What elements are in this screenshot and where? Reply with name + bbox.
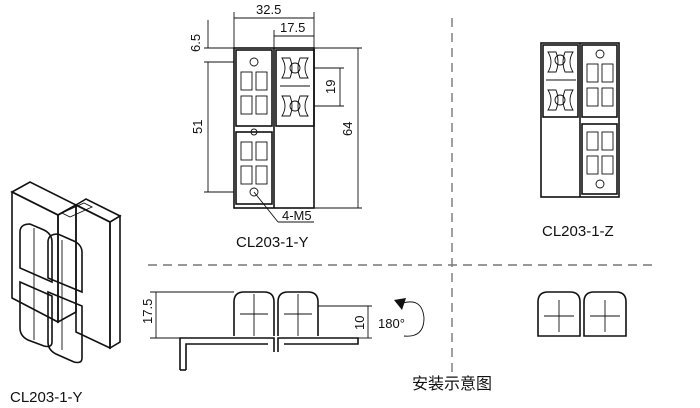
rotation-arrow-icon xyxy=(399,301,425,337)
isometric-model-label: CL203-1-Y xyxy=(10,389,83,406)
dim-height-19: 19 xyxy=(323,80,338,94)
front-view-z xyxy=(540,42,620,198)
dim-screws: 4-M5 xyxy=(282,208,312,223)
front-view-y xyxy=(233,47,315,209)
front-view-y-dimensions xyxy=(204,12,362,223)
dim-height-51: 51 xyxy=(190,120,205,134)
front-view-z-label: CL203-1-Z xyxy=(542,223,614,240)
dim-install-offset: 10 xyxy=(352,316,367,330)
install-view-dimensions xyxy=(150,291,372,339)
dim-install-height: 17.5 xyxy=(140,299,155,324)
dim-total-width: 32.5 xyxy=(256,2,281,17)
dim-half-width: 17.5 xyxy=(280,20,305,35)
dim-rotation: 180° xyxy=(378,316,405,331)
dim-top-offset: 6.5 xyxy=(188,34,203,52)
isometric-hinge-view xyxy=(10,181,122,364)
front-view-y-label: CL203-1-Y xyxy=(236,234,309,251)
rotation-arrowhead-icon xyxy=(394,298,406,310)
install-caption: 安装示意图 xyxy=(412,374,492,393)
install-view-z xyxy=(537,291,627,337)
dim-height-64: 64 xyxy=(340,122,355,136)
section-dividers xyxy=(148,18,655,372)
install-view-y xyxy=(179,291,359,371)
